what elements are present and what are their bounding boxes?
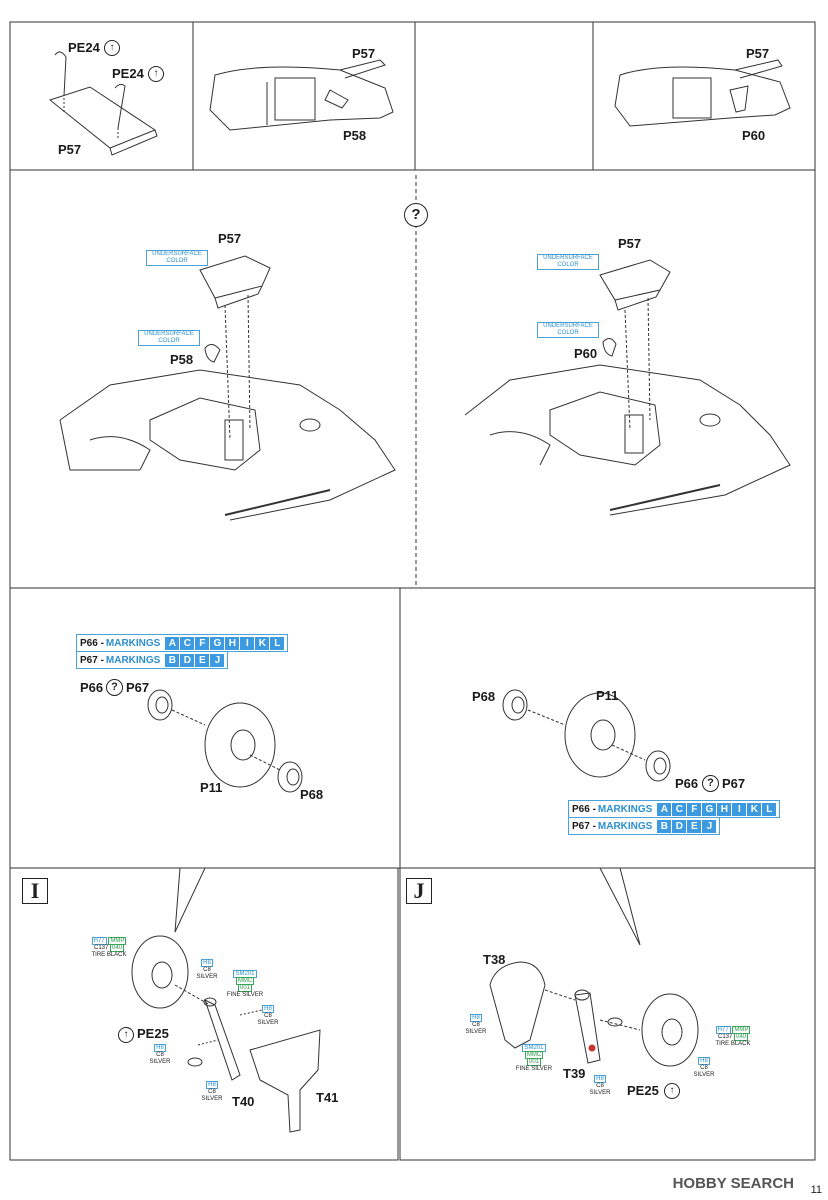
- arrow-up-icon: ↑: [118, 1027, 134, 1043]
- markings-row-p66: P66 - MARKINGS A C F G H I K L: [568, 800, 781, 818]
- color-code-tire-black: H77 MMP C137 040 TIRE BLACK: [91, 937, 127, 958]
- page-number: 11: [810, 1184, 822, 1196]
- label-t41: T41: [316, 1090, 339, 1105]
- label-p66-right: P66: [675, 776, 699, 791]
- label-p57-right: P57: [618, 236, 642, 251]
- arrow-up-icon: ↑: [664, 1083, 680, 1099]
- label-pe24-a: PE24: [68, 40, 100, 55]
- label-p11-right: P11: [596, 688, 619, 703]
- label-t39: T39: [563, 1066, 586, 1081]
- label-p57-a: P57: [58, 142, 82, 157]
- label-p60-right: P60: [574, 346, 598, 361]
- markings-row-p67: P67 - MARKINGS B D E J: [568, 817, 721, 835]
- label-p57-left: P57: [218, 231, 242, 246]
- color-note-undersurface: UNDERSURFACE COLOR: [537, 254, 599, 270]
- color-note-undersurface: UNDERSURFACE COLOR: [146, 250, 208, 266]
- color-code-tire-black: H77 MMP C137 040 TIRE BLACK: [715, 1026, 751, 1047]
- label-p11-left: P11: [200, 780, 223, 795]
- label-p57-c: P57: [746, 46, 770, 61]
- label-p58-b: P58: [343, 128, 367, 143]
- label-p67-right: P67: [722, 776, 746, 791]
- label-t38: T38: [483, 952, 506, 967]
- label-p66-left: P66: [80, 680, 104, 695]
- label-p67-left: P67: [126, 680, 150, 695]
- label-p57-b: P57: [352, 46, 376, 61]
- label-p60-c: P60: [742, 128, 766, 143]
- markings-row-p67: P67 - MARKINGS B D E J: [76, 651, 229, 669]
- arrow-up-icon: ↑: [148, 66, 164, 82]
- label-p68-left: P68: [300, 787, 324, 802]
- question-icon: ?: [404, 203, 428, 227]
- step-j-marker: J: [406, 878, 432, 904]
- step-i-marker: I: [22, 878, 48, 904]
- color-note-undersurface: UNDERSURFACE COLOR: [537, 322, 599, 338]
- color-note-undersurface: UNDERSURFACE COLOR: [138, 330, 200, 346]
- markings-row-p66: P66 - MARKINGS A C F G H I K L: [76, 634, 289, 652]
- label-p58-left: P58: [170, 352, 194, 367]
- watermark: HOBBY SEARCH: [672, 1175, 794, 1192]
- question-icon: ?: [106, 679, 123, 696]
- label-pe24-b: PE24: [112, 66, 144, 81]
- label-p68-right: P68: [472, 689, 496, 704]
- question-icon: ?: [702, 775, 719, 792]
- arrow-up-icon: ↑: [104, 40, 120, 56]
- label-pe25-i: PE25: [137, 1026, 169, 1041]
- label-t40: T40: [232, 1094, 255, 1109]
- label-pe25-j: PE25: [627, 1083, 659, 1098]
